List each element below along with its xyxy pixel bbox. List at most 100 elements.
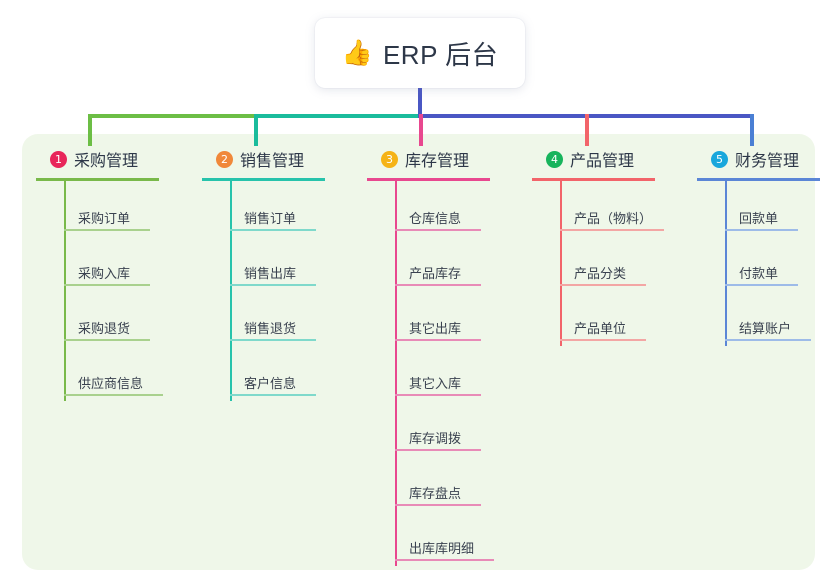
branch-title: 销售管理 xyxy=(240,153,305,170)
branch-column-5: 5 财务管理回款单付款单结算账户 xyxy=(697,146,839,346)
branch-item-rule xyxy=(395,394,481,396)
branch-item[interactable]: 销售退货 xyxy=(230,291,352,346)
branch-item[interactable]: 供应商信息 xyxy=(64,346,186,401)
branch-item-rule xyxy=(230,229,316,231)
branch-item-label: 销售退货 xyxy=(244,321,297,336)
branch-spine xyxy=(560,181,562,346)
branch-header-rule xyxy=(202,178,325,181)
branch-title: 财务管理 xyxy=(735,153,800,170)
branch-item-rule xyxy=(64,229,150,231)
branch-item[interactable]: 产品（物料） xyxy=(560,181,682,236)
branch-item-rule xyxy=(725,339,811,341)
branch-item-label: 采购订单 xyxy=(78,211,131,226)
thumbs-up-icon: 👍 xyxy=(341,38,373,67)
stub-sales xyxy=(254,114,258,146)
branch-item-label: 库存调拨 xyxy=(409,431,462,446)
branch-item-label: 产品库存 xyxy=(409,266,462,281)
root-node[interactable]: 👍 ERP 后台 xyxy=(315,18,525,88)
stub-purchase xyxy=(88,114,92,146)
branch-item-rule xyxy=(230,394,316,396)
branch-item[interactable]: 客户信息 xyxy=(230,346,352,401)
branch-title: 采购管理 xyxy=(74,153,139,170)
branch-title: 库存管理 xyxy=(405,153,470,170)
branch-spine xyxy=(395,181,397,566)
branch-column-1: 1 采购管理采购订单采购入库采购退货供应商信息 xyxy=(36,146,186,401)
branch-item[interactable]: 付款单 xyxy=(725,236,839,291)
branch-item-label: 回款单 xyxy=(739,211,779,226)
branch-item-label: 其它出库 xyxy=(409,321,462,336)
branch-item[interactable]: 仓库信息 xyxy=(395,181,517,236)
branch-spine xyxy=(725,181,727,346)
branch-item[interactable]: 销售出库 xyxy=(230,236,352,291)
branch-item-rule xyxy=(560,284,646,286)
branch-item[interactable]: 回款单 xyxy=(725,181,839,236)
branch-item-label: 产品分类 xyxy=(574,266,627,281)
branch-number-badge: 1 xyxy=(50,150,67,168)
branch-item-list: 销售订单销售出库销售退货客户信息 xyxy=(230,181,352,401)
branch-item[interactable]: 采购订单 xyxy=(64,181,186,236)
branch-item-label: 采购退货 xyxy=(78,321,131,336)
branch-item-label: 销售出库 xyxy=(244,266,297,281)
branch-header-1[interactable]: 1 采购管理 xyxy=(36,146,186,172)
branch-item-list: 产品（物料） 产品分类产品单位 xyxy=(560,181,682,346)
branch-number-badge: 5 xyxy=(711,150,728,168)
branch-item-list: 回款单付款单结算账户 xyxy=(725,181,839,346)
branch-item-rule xyxy=(725,229,798,231)
branch-item[interactable]: 出库库明细 xyxy=(395,511,517,566)
branch-item-rule xyxy=(395,284,481,286)
root-title: ERP 后台 xyxy=(382,39,499,70)
connector-trunk xyxy=(418,86,422,118)
branch-item-rule xyxy=(560,229,664,231)
branch-item[interactable]: 采购入库 xyxy=(64,236,186,291)
branch-header-2[interactable]: 2 销售管理 xyxy=(202,146,352,172)
branch-item-label: 付款单 xyxy=(739,266,779,281)
branch-header-rule xyxy=(367,178,490,181)
branch-item-rule xyxy=(395,339,481,341)
branch-item[interactable]: 库存调拨 xyxy=(395,401,517,456)
branch-item-list: 仓库信息产品库存其它出库其它入库库存调拨库存盘点出库库明细 xyxy=(395,181,517,566)
stub-product xyxy=(585,114,589,146)
branch-item-label: 客户信息 xyxy=(244,376,297,391)
segment-green xyxy=(88,114,256,118)
branch-item-label: 产品（物料） xyxy=(574,211,653,226)
branch-item-rule xyxy=(230,284,316,286)
branch-item-label: 销售订单 xyxy=(244,211,297,226)
branch-item[interactable]: 销售订单 xyxy=(230,181,352,236)
branch-item-rule xyxy=(64,339,150,341)
branch-item-rule xyxy=(395,504,481,506)
branch-item[interactable]: 产品库存 xyxy=(395,236,517,291)
branch-item[interactable]: 其它出库 xyxy=(395,291,517,346)
branch-item[interactable]: 产品单位 xyxy=(560,291,682,346)
branch-column-2: 2 销售管理销售订单销售出库销售退货客户信息 xyxy=(202,146,352,401)
branch-item[interactable]: 库存盘点 xyxy=(395,456,517,511)
branch-item-label: 仓库信息 xyxy=(409,211,462,226)
segment-teal xyxy=(254,114,421,118)
branch-item-rule xyxy=(395,449,481,451)
branch-item-rule xyxy=(395,559,494,561)
branch-item-rule xyxy=(560,339,646,341)
branch-spine xyxy=(64,181,66,401)
branch-item[interactable]: 采购退货 xyxy=(64,291,186,346)
branch-item-rule xyxy=(395,229,481,231)
branch-header-5[interactable]: 5 财务管理 xyxy=(697,146,839,172)
branch-header-rule xyxy=(36,178,159,181)
branch-item-rule xyxy=(725,284,798,286)
branch-item[interactable]: 产品分类 xyxy=(560,236,682,291)
stub-finance xyxy=(750,114,754,146)
branch-item[interactable]: 结算账户 xyxy=(725,291,839,346)
branch-number-badge: 2 xyxy=(216,150,233,168)
branch-item-label: 供应商信息 xyxy=(78,376,144,391)
branch-item[interactable]: 其它入库 xyxy=(395,346,517,401)
branch-item-rule xyxy=(64,284,150,286)
branch-number-badge: 4 xyxy=(546,150,563,168)
branch-background-panel xyxy=(22,134,815,570)
branch-item-label: 结算账户 xyxy=(739,321,792,336)
branch-header-rule xyxy=(532,178,655,181)
branch-item-label: 采购入库 xyxy=(78,266,131,281)
branch-spine xyxy=(230,181,232,401)
